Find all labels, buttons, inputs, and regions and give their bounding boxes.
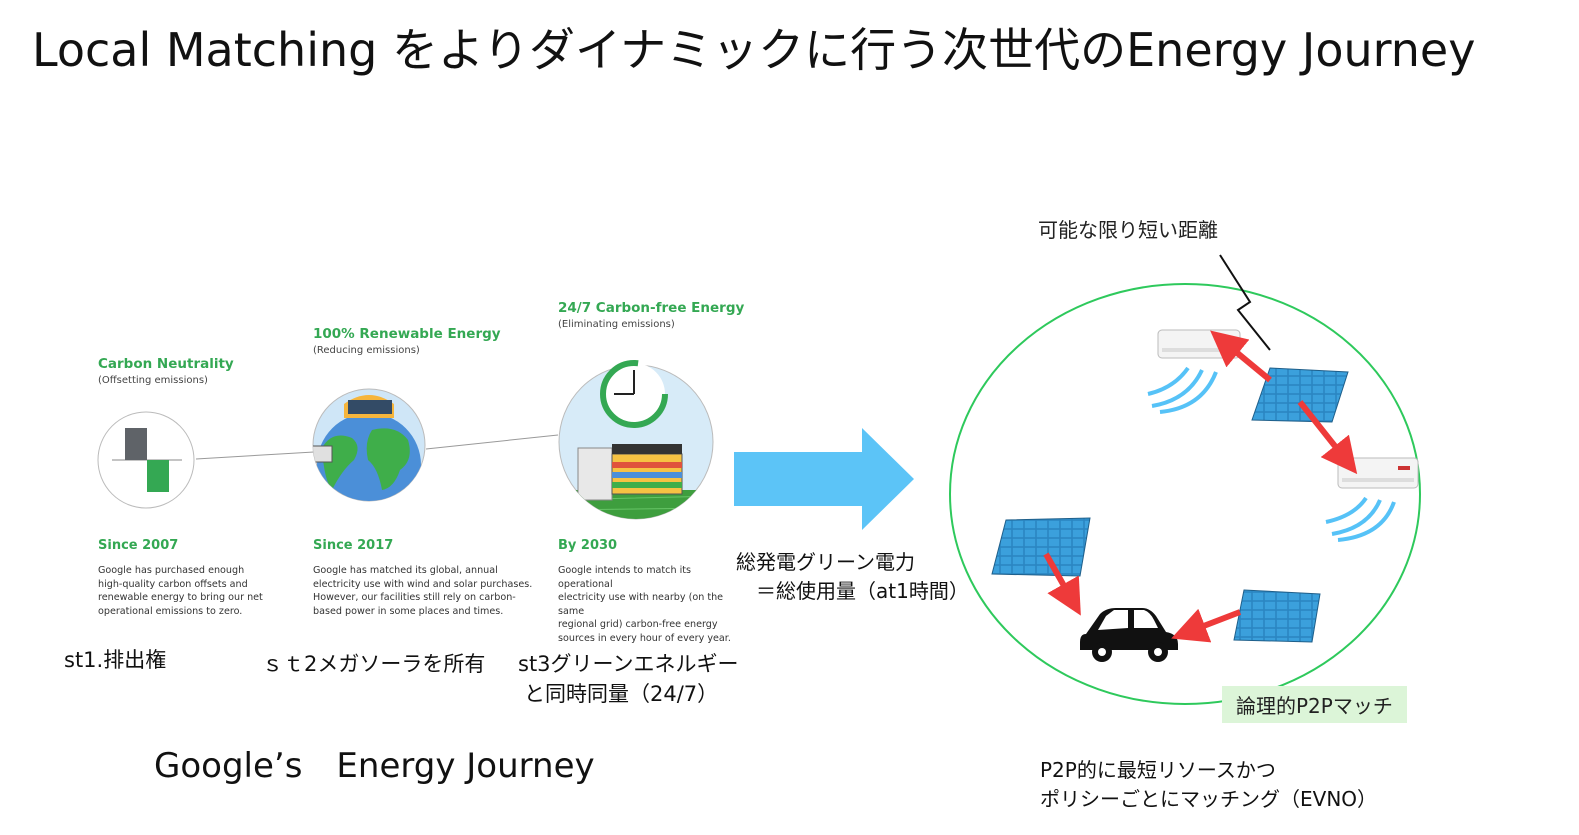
match-arrow [1043,330,1358,643]
car-icon [1080,608,1178,662]
step-3-caption-line1: st3グリーンエネルギー [518,652,739,676]
p2p-matching-diagram [949,254,1421,705]
stage-1-heading: Carbon Neutrality [98,356,234,372]
journey-timeline-graphic [97,360,714,520]
air-conditioner-icon [1325,457,1419,542]
arrow-right-icon [734,428,914,530]
solar-panel-icon [1233,589,1321,643]
distance-callout-line [1219,254,1271,351]
logical-match-badge: 論理的P2Pマッチ [1222,686,1407,723]
stage-3-since: By 2030 [558,538,618,553]
globe-solar-icon [312,388,426,502]
timeline-connector-1 [195,451,315,460]
footer-caption: Google’s Energy Journey [154,746,595,786]
stage-3-subheading: (Eliminating emissions) [558,319,675,330]
stage-2-since: Since 2017 [313,538,394,553]
stage-2-subheading: (Reducing emissions) [313,345,420,356]
stage-2-heading: 100% Renewable Energy [313,326,501,342]
step-2-caption: ｓｔ2メガソーラを所有 [262,652,486,676]
solar-panel-icon [991,517,1091,577]
step-3-caption-line2: と同時同量（24/7） [524,682,719,706]
matching-boundary-ring [949,283,1421,705]
distance-label: 可能な限り短い距離 [1038,218,1218,242]
solar-panel-icon [1251,367,1349,423]
stage-3-description: Google intends to match its operational … [558,565,731,644]
clock-datacenter-icon [558,360,714,520]
stage-1-subheading: (Offsetting emissions) [98,375,208,386]
stage-3-heading: 24/7 Carbon-free Energy [558,300,745,316]
stage-2-description: Google has matched its global, annual el… [313,565,533,617]
bottom-note: P2P的に最短リソースかつ ポリシーごとにマッチング（EVNO） [1040,758,1378,811]
page-title: Local Matching をよりダイナミックに行う次世代のEnergy Jo… [32,23,1476,77]
stage-1-description: Google has purchased enough high-quality… [98,565,263,617]
arrow-note: 総発電グリーン電力 ＝総使用量（at1時間） [736,550,969,603]
step-1-caption: st1.排出権 [64,648,167,672]
stage-1-since: Since 2007 [98,538,179,553]
timeline-connector-2 [425,434,559,450]
offset-chart-icon [97,411,195,509]
